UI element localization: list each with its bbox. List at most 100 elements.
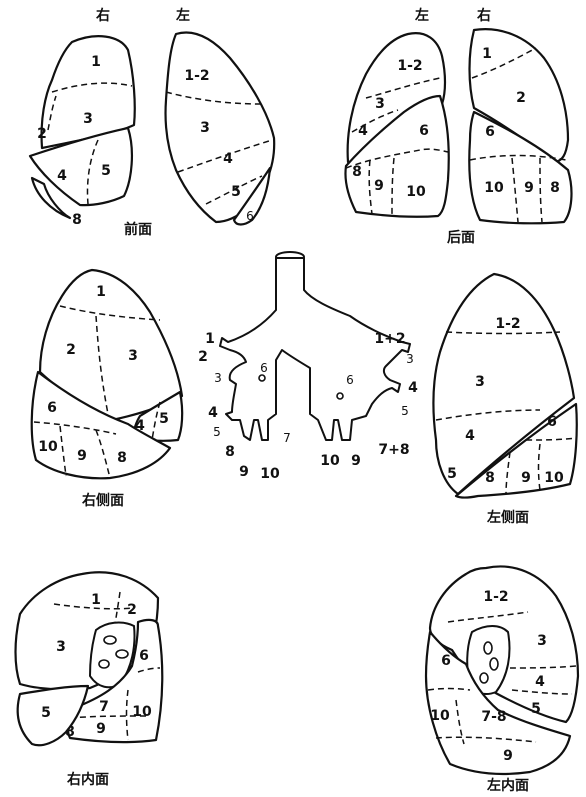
back-left-seg-6: 6 bbox=[419, 123, 429, 139]
right-medial-view: 1 2 3 6 7 10 8 9 5 右内面 bbox=[16, 572, 163, 788]
right-med-hilum-vessel bbox=[99, 660, 109, 668]
back-left-lung: 1-2 3 4 6 8 9 10 bbox=[345, 33, 448, 217]
right-med-seg-5: 5 bbox=[41, 705, 51, 721]
back-right-seg-2: 2 bbox=[516, 90, 526, 106]
back-left-seg-10: 10 bbox=[406, 184, 426, 200]
tree-label-r4: 4 bbox=[208, 405, 218, 421]
left-lat-seg-4: 4 bbox=[465, 428, 475, 444]
left-med-seg-5: 5 bbox=[531, 701, 541, 717]
right-lat-seg-3: 3 bbox=[128, 348, 138, 364]
left-medial-view: 1-2 3 4 5 6 10 7-8 9 左内面 bbox=[426, 566, 578, 794]
tree-label-r6: 6 bbox=[260, 361, 268, 375]
tree-label-l4: 4 bbox=[408, 380, 418, 396]
front-left-seg-12: 1-2 bbox=[184, 68, 209, 84]
left-lateral-caption: 左侧面 bbox=[486, 509, 529, 526]
front-right-side-label: 右 bbox=[95, 7, 110, 24]
right-med-seg-10: 10 bbox=[132, 704, 152, 720]
back-right-seg-9: 9 bbox=[524, 180, 534, 196]
front-view: 右 左 1 3 2 4 5 8 1-2 3 4 5 bbox=[30, 7, 274, 238]
left-med-hilum-bronchus-1 bbox=[484, 642, 492, 654]
back-right-seg-8: 8 bbox=[550, 180, 560, 196]
tree-label-r8: 8 bbox=[225, 444, 235, 460]
tree-label-r7: 7 bbox=[283, 431, 291, 445]
back-view: 左 右 1-2 3 4 6 8 9 10 1 2 6 bbox=[345, 7, 571, 246]
tree-label-r3: 3 bbox=[214, 371, 222, 385]
right-med-seg-7: 7 bbox=[99, 699, 109, 715]
left-lat-seg-8: 8 bbox=[485, 470, 495, 486]
tree-label-r1: 1 bbox=[205, 331, 215, 347]
front-right-seg-3: 3 bbox=[83, 111, 93, 127]
back-left-seg-8: 8 bbox=[352, 164, 362, 180]
tree-label-l6: 6 bbox=[346, 373, 354, 387]
tree-label-l78: 7+8 bbox=[378, 442, 409, 458]
left-lateral-view: 1-2 3 4 5 6 8 9 10 左侧面 bbox=[433, 274, 576, 526]
left-med-seg-78: 7-8 bbox=[481, 709, 506, 725]
right-med-seg-6: 6 bbox=[139, 648, 149, 664]
back-left-seg-3: 3 bbox=[375, 96, 385, 112]
front-right-lung: 1 3 2 4 5 8 bbox=[30, 36, 135, 228]
right-lat-seg-8: 8 bbox=[117, 450, 127, 466]
left-lat-seg-6: 6 bbox=[547, 414, 557, 430]
front-left-seg-3: 3 bbox=[200, 120, 210, 136]
left-med-seg-3: 3 bbox=[537, 633, 547, 649]
right-med-seg-9: 9 bbox=[96, 721, 106, 737]
back-left-seg-12: 1-2 bbox=[397, 58, 422, 74]
tree-label-r5: 5 bbox=[213, 425, 221, 439]
front-left-lung: 1-2 3 4 5 6 bbox=[165, 32, 274, 224]
back-right-side-label: 右 bbox=[476, 7, 491, 24]
right-med-seg-1: 1 bbox=[91, 592, 101, 608]
right-lateral-view: 1 2 3 4 5 6 10 9 8 右侧面 bbox=[32, 270, 182, 509]
left-medial-caption: 左内面 bbox=[486, 777, 529, 794]
right-med-seg-2: 2 bbox=[127, 602, 137, 618]
right-med-hilum-bronchus-2 bbox=[116, 650, 128, 658]
left-lat-seg-3: 3 bbox=[475, 374, 485, 390]
right-lat-seg-1: 1 bbox=[96, 284, 106, 300]
tree-label-l3: 3 bbox=[406, 352, 414, 366]
front-right-seg-1: 1 bbox=[91, 54, 101, 70]
back-right-seg-10: 10 bbox=[484, 180, 504, 196]
tree-label-r10: 10 bbox=[260, 466, 280, 482]
tree-label-r2: 2 bbox=[198, 349, 208, 365]
front-right-seg-2: 2 bbox=[37, 126, 47, 142]
left-med-seg-9: 9 bbox=[503, 748, 513, 764]
right-lat-seg-6: 6 bbox=[47, 400, 57, 416]
left-lat-seg-5: 5 bbox=[447, 466, 457, 482]
front-right-seg-5: 5 bbox=[101, 163, 111, 179]
left-lat-seg-12: 1-2 bbox=[495, 316, 520, 332]
right-lat-seg-9: 9 bbox=[77, 448, 87, 464]
tree-label-l9: 9 bbox=[351, 453, 361, 469]
front-left-seg-4: 4 bbox=[223, 151, 233, 167]
back-left-seg-4: 4 bbox=[358, 123, 368, 139]
left-med-seg-6: 6 bbox=[441, 653, 451, 669]
tree-label-l5: 5 bbox=[401, 404, 409, 418]
right-med-hilum-bronchus-1 bbox=[104, 636, 116, 644]
tree-label-r9: 9 bbox=[239, 464, 249, 480]
front-left-seg-6: 6 bbox=[246, 209, 254, 223]
back-left-side-label: 左 bbox=[414, 7, 429, 24]
left-med-seg-4: 4 bbox=[535, 674, 545, 690]
right-b6-orifice bbox=[259, 375, 265, 381]
right-lat-seg-2: 2 bbox=[66, 342, 76, 358]
tree-label-l12: 1+2 bbox=[374, 331, 405, 347]
left-med-seg-12: 1-2 bbox=[483, 589, 508, 605]
left-med-hilum-bronchus-2 bbox=[490, 658, 498, 670]
left-b6-orifice bbox=[337, 393, 343, 399]
back-caption: 后面 bbox=[447, 229, 475, 246]
bronchial-tree: 1 2 3 6 4 5 8 9 10 7 1+2 3 4 5 6 10 9 7+… bbox=[198, 252, 418, 482]
right-med-seg-3: 3 bbox=[56, 639, 66, 655]
tree-label-l10: 10 bbox=[320, 453, 340, 469]
left-med-hilum-vessel bbox=[480, 673, 488, 683]
bronchial-tree-outline bbox=[220, 258, 410, 440]
right-lat-seg-10: 10 bbox=[38, 439, 58, 455]
front-left-side-label: 左 bbox=[175, 7, 190, 24]
front-right-seg-8: 8 bbox=[72, 212, 82, 228]
front-left-seg-5: 5 bbox=[231, 184, 241, 200]
back-right-seg-6: 6 bbox=[485, 124, 495, 140]
left-med-seg-10: 10 bbox=[430, 708, 450, 724]
right-lat-seg-5: 5 bbox=[159, 411, 169, 427]
left-lat-seg-10: 10 bbox=[544, 470, 564, 486]
front-caption: 前面 bbox=[124, 221, 152, 238]
back-right-lung: 1 2 6 10 9 8 bbox=[469, 29, 571, 223]
